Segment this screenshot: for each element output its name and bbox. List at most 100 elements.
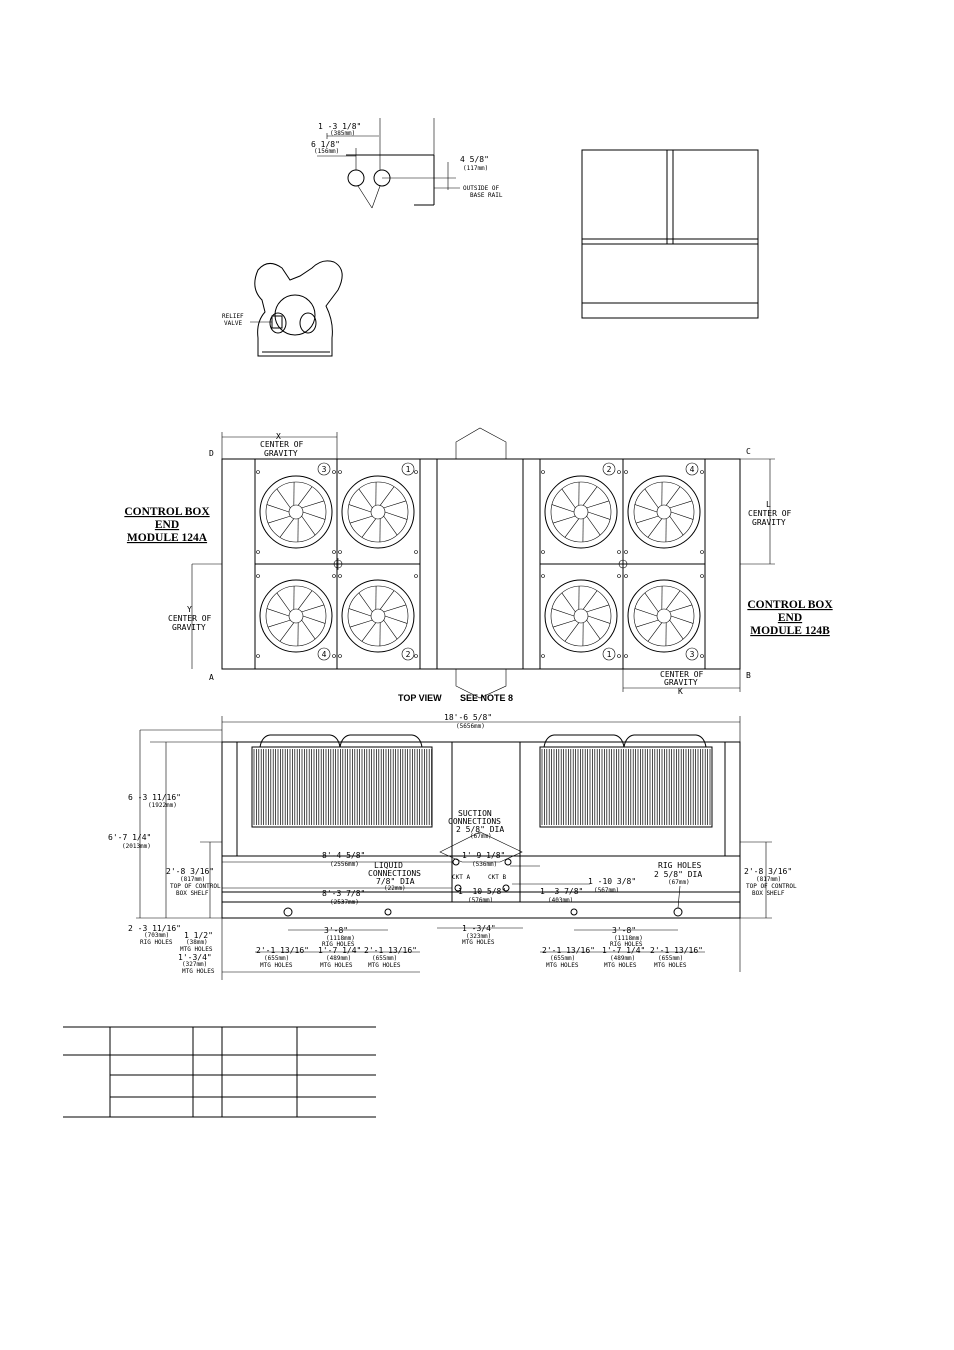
fan-number-circle [685, 647, 699, 661]
l-label: L [766, 500, 771, 509]
dim-576mm: (576mm) [468, 897, 493, 904]
right-height: 2'-8 3/16" [744, 867, 792, 876]
fan-7 [541, 574, 621, 658]
cg-l-2: GRAVITY [752, 518, 786, 527]
module-a-line-2: END [155, 519, 179, 531]
fan-number-label: 2 [607, 465, 612, 474]
dim-655mm-c: (655mm) [550, 955, 575, 962]
dim-8-3-7-8: 8'-3 7/8" [322, 889, 365, 898]
fan-1 [256, 470, 336, 554]
module-b-line-1: CONTROL BOX [747, 599, 833, 611]
dim-1-3-4-center: 1 -3/4" [462, 924, 496, 933]
dim-2556mm: (2556mm) [330, 861, 359, 868]
fan-number-label: 4 [322, 650, 327, 659]
dim-1-3-4: 1'-3/4" [178, 953, 212, 962]
shelf-left-1: TOP OF CONTROL [170, 883, 221, 890]
fan-number-circle [401, 462, 415, 476]
mtg-holes-center: MTG HOLES [462, 939, 495, 946]
dim-38mm: (38mm) [186, 939, 208, 946]
dim-655mm-a: (655mm) [264, 955, 289, 962]
dim-1-1-2: 1 1/2" [184, 931, 213, 940]
rig-holes-left: RIG HOLES [322, 941, 355, 948]
rail-note-2: BASE RAIL [470, 192, 503, 199]
height-3-mm: (817mm) [180, 876, 205, 883]
shelf-left-2: BOX SHELF [176, 890, 209, 897]
suction-label-1: SUCTION [458, 809, 492, 818]
shelf-right-2: BOX SHELF [752, 890, 785, 897]
dim-2-1-13-16-a: 2'-1 13/16" [256, 946, 309, 955]
blank-table [63, 1026, 376, 1118]
dim-3-8-right: 3'-8" [612, 926, 636, 935]
fan-number-label: 1 [607, 650, 612, 659]
dim-1-9-1-8: 1'-9 1/8" [462, 851, 505, 860]
fan-number-circle [602, 647, 616, 661]
height-1-mm: (1922mm) [148, 802, 177, 809]
height-2-mm: (2013mm) [122, 843, 151, 850]
rig-holes-right: RIG HOLES [610, 941, 643, 948]
dim-655mm-b: (655mm) [372, 955, 397, 962]
dim-156mm: (156mm) [314, 148, 339, 155]
height-3: 2'-8 3/16" [166, 867, 214, 876]
corner-c: C [746, 447, 751, 456]
liquid-label-3: 7/8" DIA [376, 877, 415, 886]
mtg-holes-d: MTG HOLES [546, 962, 579, 969]
dim-4-5-8: 4 5/8" [460, 155, 489, 164]
cg-k-2: GRAVITY [664, 678, 698, 687]
dim-2-1-13-16-b: 2'-1 13/16" [364, 946, 417, 955]
cg-x-2: GRAVITY [264, 449, 298, 458]
dim-1-7-1-4-left: 1'-7 1/4" [318, 946, 361, 955]
dim-1118mm-left: (1118mm) [326, 935, 355, 942]
dim-1-10-5-8: 1 -10 5/8" [458, 887, 506, 896]
mtg-holes-c: MTG HOLES [368, 962, 401, 969]
fan-6 [624, 470, 704, 554]
module-a-line-1: CONTROL BOX [124, 506, 210, 518]
cg-k-1: CENTER OF [660, 670, 704, 679]
compressor-sketch: RELIEF VALVE [222, 260, 343, 357]
liquid-label-1: LIQUID [374, 861, 403, 870]
relief-label-2: VALVE [224, 320, 242, 327]
rig-holes-label-1: RIG HOLES [658, 861, 702, 870]
fan-number-circle [685, 462, 699, 476]
height-2: 6'-7 1/4" [108, 833, 151, 842]
dim-2-1-13-16-c: 2'-1 13/16" [542, 946, 595, 955]
dim-489mm-left: (489mm) [326, 955, 351, 962]
fan-3 [256, 574, 336, 658]
fan-number-label: 3 [322, 465, 327, 474]
fan-8 [624, 574, 704, 658]
dim-323mm: (323mm) [466, 933, 491, 940]
corner-d: D [209, 449, 214, 458]
k-label: K [678, 687, 683, 696]
coil-left [253, 749, 432, 825]
right-height-mm: (817mm) [756, 876, 781, 883]
suction-label-2: CONNECTIONS [448, 817, 501, 826]
fan-number-label: 3 [690, 650, 695, 659]
fan-number-label: 4 [690, 465, 695, 474]
module-b-line-2: END [778, 612, 802, 624]
fan-number-circle [317, 647, 331, 661]
fan-number-circle [317, 462, 331, 476]
rig-holes-bottom: RIG HOLES [140, 939, 173, 946]
mtg-holes-1: MTG HOLES [180, 946, 213, 953]
fan-5 [541, 470, 621, 554]
cg-x-1: CENTER OF [260, 440, 304, 449]
ckt-b: CKT B [488, 874, 506, 881]
fan-number-label: 1 [406, 465, 411, 474]
dim-3-8-left: 3'-8" [324, 926, 348, 935]
overall-length: 18'-6 5/8" [444, 713, 492, 722]
dim-489mm-right: (489mm) [610, 955, 635, 962]
fan-4 [338, 574, 418, 658]
fan-number-circle [602, 462, 616, 476]
dim-2-1-13-16-d: 2'-1 13/16" [650, 946, 703, 955]
side-view: 18'-6 5/8" (5656mm) [108, 713, 797, 980]
mtg-holes-a: MTG HOLES [260, 962, 293, 969]
height-1: 6 -3 11/16" [128, 793, 181, 802]
rail-note-1: OUTSIDE OF [463, 185, 500, 192]
piping-detail: 1 -3 1/8" (385mm) 6 1/8" (156mm) 4 5/8" … [311, 118, 503, 209]
overall-length-mm: (5656mm) [456, 723, 485, 730]
dim-536mm: (536mm) [472, 861, 497, 868]
module-a-line-3: MODULE 124A [127, 532, 208, 544]
corner-a: A [209, 673, 214, 682]
suction-mm: (67mm) [470, 833, 492, 840]
